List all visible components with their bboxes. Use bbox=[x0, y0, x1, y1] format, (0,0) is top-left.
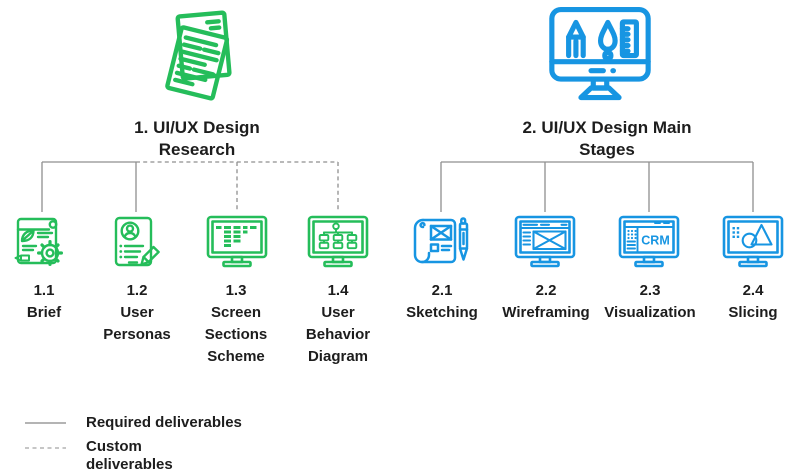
item-number: 2.3 bbox=[639, 282, 661, 299]
item-number: 2.4 bbox=[742, 282, 764, 299]
screen-sections-monitor-icon bbox=[205, 211, 269, 275]
stages-tree-connectors bbox=[440, 161, 754, 212]
slicing-shapes-monitor-icon bbox=[721, 211, 785, 275]
item-text: Visualization bbox=[604, 304, 696, 321]
legend-label-required-deliverables: Required deliverables bbox=[86, 414, 242, 431]
wireframe-monitor-icon bbox=[513, 211, 577, 275]
crm-monitor-icon: CRM bbox=[617, 211, 681, 275]
research-tree-connectors bbox=[41, 161, 339, 212]
group-title-main-stages: 2. UI/UX Design Main Stages bbox=[522, 118, 692, 159]
sketching-scroll-pen-icon bbox=[409, 211, 473, 275]
research-documents-icon bbox=[148, 4, 252, 114]
item-text: Brief bbox=[26, 304, 62, 321]
item-number: 1.4 bbox=[327, 282, 349, 299]
item-text: Wireframing bbox=[502, 304, 590, 321]
legend-swatches bbox=[25, 422, 66, 449]
item-text: Sketching bbox=[406, 304, 478, 321]
item-number: 2.1 bbox=[431, 282, 453, 299]
item-text: User Personas bbox=[103, 304, 171, 343]
item-text: Screen Sections Scheme bbox=[204, 304, 268, 365]
item-number: 1.2 bbox=[126, 282, 148, 299]
brief-scroll-gear-icon bbox=[10, 211, 74, 275]
item-number: 1.1 bbox=[33, 282, 55, 299]
crm-screen-text: CRM bbox=[641, 234, 669, 248]
item-text: User Behavior Diagram bbox=[305, 304, 371, 365]
behavior-diagram-monitor-icon bbox=[306, 211, 370, 275]
user-personas-document-icon bbox=[104, 211, 168, 275]
legend-label-custom-deliverables: Custom deliverables bbox=[86, 438, 173, 473]
group-title-research: 1. UI/UX Design Research bbox=[134, 118, 260, 159]
item-number: 1.3 bbox=[225, 282, 247, 299]
design-tools-monitor-icon bbox=[544, 4, 656, 116]
item-number: 2.2 bbox=[535, 282, 557, 299]
item-text: Slicing bbox=[728, 304, 778, 321]
